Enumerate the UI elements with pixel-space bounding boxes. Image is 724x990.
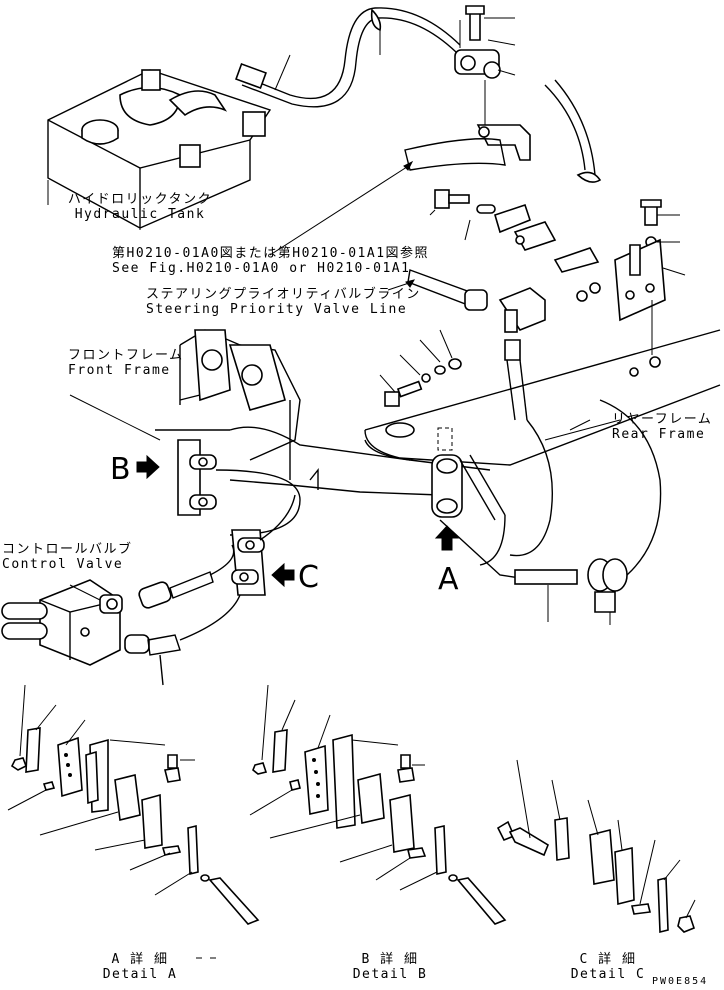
center-bracket-hose [404,79,602,183]
lower-right-hose [439,399,662,625]
leader-lines [69,54,621,601]
detail-c-parts [496,759,696,934]
hydraulic-tank-label-jp: ハイドロリックタンク [67,192,213,207]
control-valve [1,544,241,686]
steering-line-label-en: Steering Priority Valve Line [146,302,408,317]
view-arrows [136,454,460,588]
rear-frame-label: リヤーフレーム Rear Frame [612,412,712,442]
detail-a-label-en: Detail A [102,967,178,982]
see-fig-label: 第H0210-01A0図または第H0210-01A1図参照 See Fig.H0… [112,246,429,276]
front-frame-label-jp: フロントフレーム [68,348,184,363]
steering-line-label: ステアリングプライオリティバルブライン Steering Priority Va… [146,287,421,317]
clamp-assembly-b [177,439,301,536]
hydraulic-tank-label-en: Hydraulic Tank [74,207,206,222]
rear-frame-label-en: Rear Frame [612,427,706,442]
control-valve-label: コントロールバルブ Control Valve [2,542,133,572]
detail-b-label-en: Detail B [352,967,428,982]
steering-line [407,269,546,421]
hydraulic-tank [47,69,272,230]
detail-c-label: C 詳 細 Detail C [568,952,648,982]
front-frame-label-en: Front Frame [68,363,171,378]
see-fig-label-en: See Fig.H0210-01A0 or H0210-01A1 [112,261,411,276]
detail-a-parts [7,684,260,925]
hydraulic-tank-label: ハイドロリックタンク Hydraulic Tank [55,192,225,222]
clamp-assembly-c [231,494,296,596]
control-valve-label-jp: コントロールバルブ [2,542,133,557]
mid-fasteners [429,189,600,273]
view-b-marker: B [110,452,131,487]
see-fig-label-jp: 第H0210-01A0図または第H0210-01A1図参照 [112,246,430,261]
detail-b-label-jp: B 詳 細 [361,952,419,967]
detail-b-label: B 詳 細 Detail B [350,952,430,982]
detail-c-label-en: Detail C [570,967,646,982]
front-fasteners [379,329,462,407]
view-a-marker: A [438,562,459,597]
detail-b-parts [249,684,507,925]
detail-a-label: A 詳 細 Detail A [100,952,180,982]
rear-frame-label-jp: リヤーフレーム [612,412,713,427]
front-frame [155,329,491,496]
drawing-code: PW0E854 [652,976,709,987]
view-c-marker: C [298,560,319,595]
detail-c-label-jp: C 詳 細 [579,952,637,967]
steering-line-label-jp: ステアリングプライオリティバルブライン [146,287,421,302]
right-bracket [576,199,686,368]
detail-a-label-jp: A 詳 細 [111,952,169,967]
clamp-assembly-a [431,419,553,566]
tank-return-hose [235,7,461,108]
top-clamp-assembly [454,5,516,130]
control-valve-label-en: Control Valve [2,557,124,572]
front-frame-label: フロントフレーム Front Frame [68,348,184,378]
